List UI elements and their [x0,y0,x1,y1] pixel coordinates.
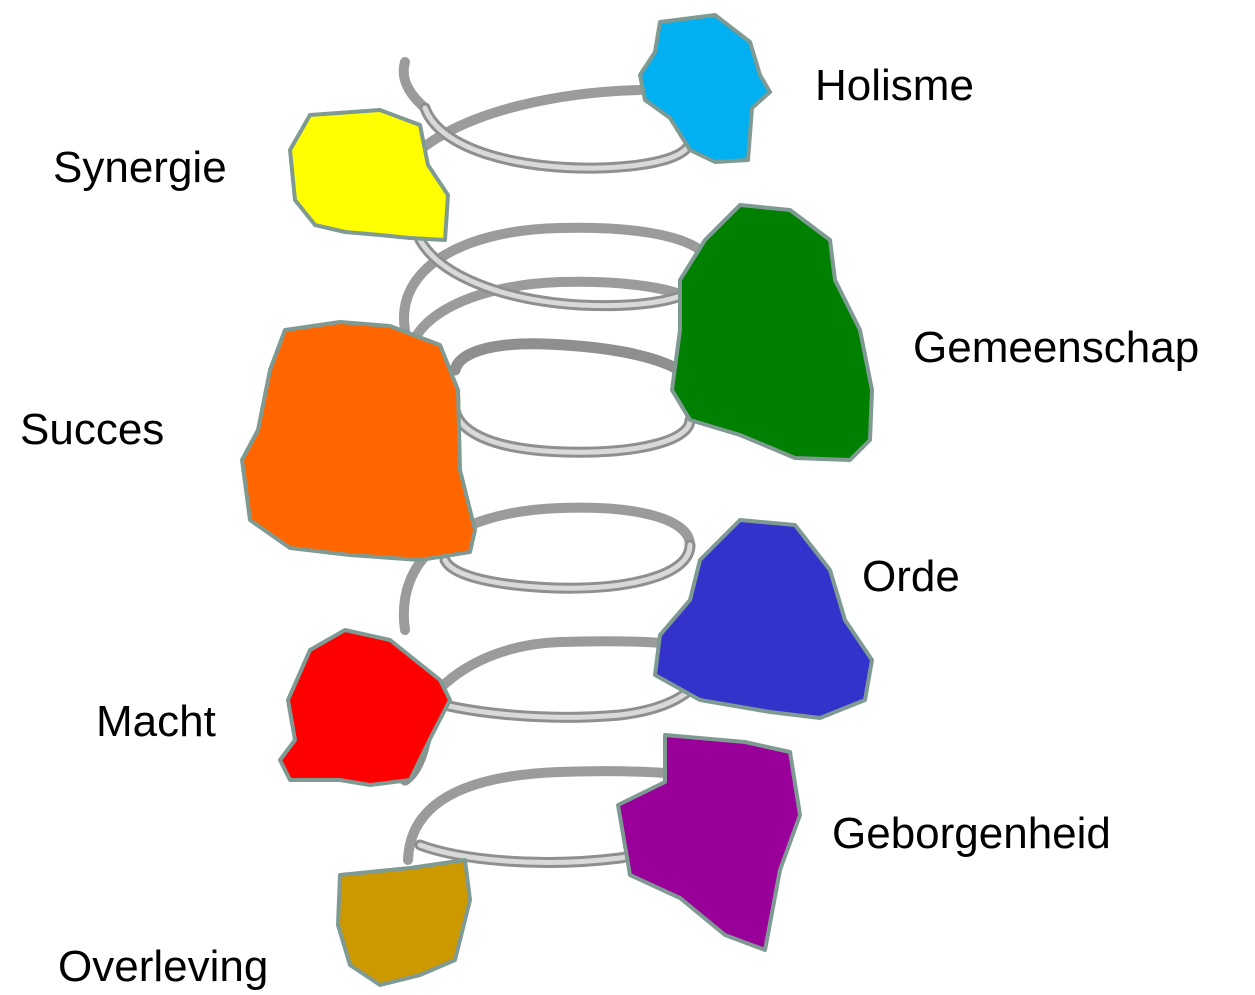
label-macht: Macht [96,697,216,746]
label-gemeenschap: Gemeenschap [913,323,1200,372]
blob-holisme [638,13,772,164]
blob-gemeenschap [670,203,874,462]
label-geborgenheid: Geborgenheid [832,809,1111,858]
label-succes: Succes [20,405,165,454]
label-orde: Orde [862,552,960,601]
blob-overleving [336,858,472,987]
blob-macht [278,628,452,787]
blob-geborgenheid [616,733,802,952]
label-overleving: Overleving [58,942,269,991]
label-holisme: Holisme [815,61,974,110]
blob-synergie [288,108,450,242]
blob-succes [240,320,477,562]
label-synergie: Synergie [53,143,227,192]
blob-orde [653,518,874,720]
